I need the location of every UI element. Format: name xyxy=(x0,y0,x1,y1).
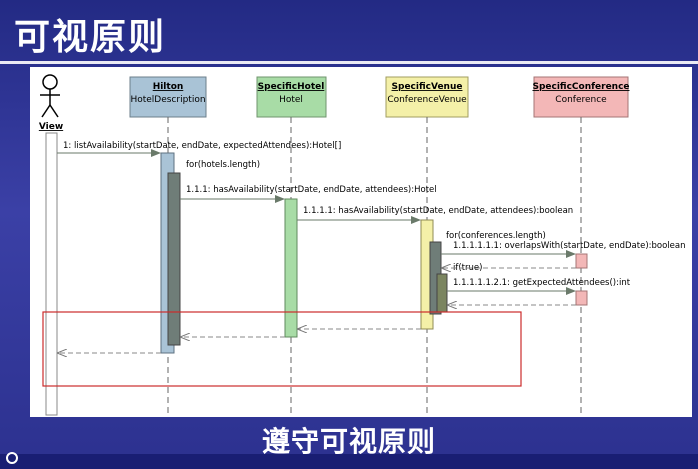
activation-specifichotel xyxy=(284,198,298,338)
message-1-1-1: 1.1.1: hasAvailability(startDate, endDat… xyxy=(180,185,437,203)
lifeline-name: SpecificVenue xyxy=(392,82,463,92)
actor-view: View xyxy=(39,74,63,132)
diagram-panel: View Hilton HotelDescription SpecificHot… xyxy=(30,67,692,417)
message-label: 1.1.1.1.1.2.1: getExpectedAttendees():in… xyxy=(453,278,631,288)
lifeline-name: SpecificConference xyxy=(532,82,629,92)
message-1: 1: listAvailability(startDate, endDate, … xyxy=(57,141,341,157)
sequence-diagram: View Hilton HotelDescription SpecificHot… xyxy=(39,74,686,417)
loop-label-hotels: for(hotels.length) xyxy=(186,160,260,170)
activation-conference-2 xyxy=(575,290,588,306)
message-label: 1.1.1: hasAvailability(startDate, endDat… xyxy=(186,185,437,195)
activation-conference-1 xyxy=(575,253,588,269)
footer-text: 遵守可视原则 xyxy=(261,425,436,458)
lifeline-type: HotelDescription xyxy=(130,95,205,105)
lifeline-specificvenue: SpecificVenue ConferenceVenue xyxy=(385,76,469,417)
message-label: 1.1.1.1.1.1: overlapsWith(startDate, end… xyxy=(453,241,686,251)
message-1-1-1-1-1-2-1: 1.1.1.1.1.2.1: getExpectedAttendees():in… xyxy=(447,278,631,295)
activation-venue-if xyxy=(436,273,448,313)
lifeline-type: Conference xyxy=(555,95,607,105)
bottom-bar xyxy=(0,454,698,469)
slide-title: 可视原则 xyxy=(14,17,167,58)
title-divider xyxy=(0,61,698,64)
lifeline-hilton: Hilton HotelDescription xyxy=(129,76,207,417)
activation-hilton-loop xyxy=(167,172,181,346)
message-label: 1.1.1.1: hasAvailability(startDate, endD… xyxy=(303,206,573,216)
lifeline-specificconference: SpecificConference Conference xyxy=(532,76,630,417)
lifeline-type: Hotel xyxy=(279,95,303,105)
lifeline-name: Hilton xyxy=(153,82,184,92)
highlight-box xyxy=(42,311,522,387)
loop-label-conferences: for(conferences.length) xyxy=(446,231,546,241)
message-1-1-1-1: 1.1.1.1: hasAvailability(startDate, endD… xyxy=(297,206,573,224)
lifeline-name: SpecificHotel xyxy=(258,82,325,92)
activation-view xyxy=(45,132,58,416)
corner-icon xyxy=(6,452,18,464)
message-1-1-1-1-1-1: 1.1.1.1.1.1: overlapsWith(startDate, end… xyxy=(441,241,686,258)
actor-label: View xyxy=(39,122,63,132)
message-label: 1: listAvailability(startDate, endDate, … xyxy=(63,141,341,151)
lifeline-type: ConferenceVenue xyxy=(387,95,467,105)
